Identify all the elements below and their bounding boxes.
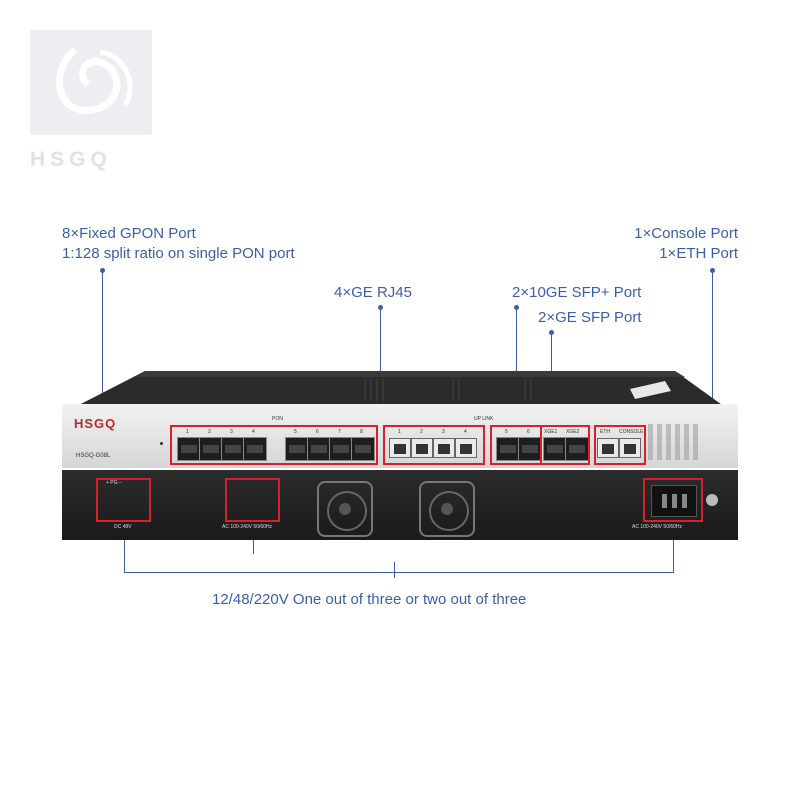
xge2-label: XGE2 <box>566 429 580 435</box>
pon-port-4[interactable] <box>243 437 267 461</box>
xge1-label: XGE1 <box>544 429 558 435</box>
pon-port-2-label: 2 <box>208 429 211 435</box>
sfp-plus-highlight <box>540 425 590 465</box>
eth-console-highlight <box>594 425 646 465</box>
ac-left-label: AC 100-240V 50/60Hz <box>222 524 273 530</box>
device-power-panel: + PG − DC 48V AC 100-240V 50/60Hz AC 100… <box>62 470 738 540</box>
sfp-port-5-label: 5 <box>505 429 508 435</box>
gpon-callout: 8×Fixed GPON Port 1:128 split ratio on s… <box>62 224 295 264</box>
ge-port-2-label: 2 <box>420 429 423 435</box>
power-callout: 12/48/220V One out of three or two out o… <box>212 591 527 608</box>
device-top-cover <box>75 371 725 407</box>
console-leader-line <box>712 270 713 422</box>
pon-port-3-label: 3 <box>230 429 233 435</box>
gpon-callout-line1: 8×Fixed GPON Port <box>62 225 196 242</box>
dc-power-highlight <box>96 478 151 522</box>
device-brand: HSGQ <box>74 416 117 431</box>
eth-callout-line2: 1×ETH Port <box>659 245 738 262</box>
ac-right-power-highlight <box>643 478 703 522</box>
fan-left-icon <box>317 481 373 537</box>
sfp-port-5[interactable] <box>496 437 520 461</box>
sfp-port-6[interactable] <box>518 437 542 461</box>
fan-right-icon <box>419 481 475 537</box>
device-model: HSGQ-G08L <box>76 453 111 459</box>
ge-port-1-label: 1 <box>398 429 401 435</box>
power-leader-stem <box>394 562 395 578</box>
logo-text: HSGQ <box>30 148 112 171</box>
ge-port-4[interactable] <box>455 438 477 458</box>
power-leader-bar <box>124 572 674 573</box>
pon-ports-highlight <box>170 425 378 465</box>
pon-port-8[interactable] <box>351 437 375 461</box>
ac-right-leader-line <box>673 522 674 572</box>
ge-sfp-callout: 2×GE SFP Port <box>538 309 642 326</box>
logo-swirl-icon <box>56 47 133 114</box>
eth-label: ETH <box>600 429 610 435</box>
rj45-leader-line <box>380 307 381 425</box>
console-port[interactable] <box>619 438 641 458</box>
rj45-callout: 4×GE RJ45 <box>334 284 412 301</box>
pon-port-7[interactable] <box>329 437 353 461</box>
sfp-plus-leader-line <box>516 307 517 425</box>
pon-port-4-label: 4 <box>252 429 255 435</box>
uplink-group-label: UP LINK <box>474 416 494 422</box>
ac-left-power-highlight <box>225 478 280 522</box>
ac-power-socket[interactable] <box>651 485 697 517</box>
ge-port-3[interactable] <box>433 438 455 458</box>
ge-port-1[interactable] <box>389 438 411 458</box>
sfp-plus-callout: 2×10GE SFP+ Port <box>512 284 642 301</box>
pon-port-6-label: 6 <box>316 429 319 435</box>
console-callout-line1: 1×Console Port <box>634 225 738 242</box>
console-callout: 1×Console Port 1×ETH Port <box>634 224 738 264</box>
dc-label: DC 48V <box>114 524 132 530</box>
sfp-port-6-label: 6 <box>527 429 530 435</box>
dc-pg-label: + PG − <box>106 480 122 486</box>
dc-power-leader-line <box>124 522 125 572</box>
ge-port-3-label: 3 <box>442 429 445 435</box>
ge-sfp-highlight <box>490 425 542 465</box>
ge-port-4-label: 4 <box>464 429 467 435</box>
pon-port-2[interactable] <box>199 437 223 461</box>
gpon-callout-line2: 1:128 split ratio on single PON port <box>62 245 295 262</box>
pon-group-label: PON <box>272 416 283 422</box>
ac-right-label: AC 100-240V 50/60Hz <box>632 524 683 530</box>
pon-port-1[interactable] <box>177 437 201 461</box>
status-led-grid <box>648 424 698 460</box>
console-label: CONSOLE <box>619 429 644 435</box>
gpon-leader-line <box>102 270 103 434</box>
pon-port-1-label: 1 <box>186 429 189 435</box>
pon-port-7-label: 7 <box>338 429 341 435</box>
ge-rj45-highlight <box>383 425 485 465</box>
reset-button[interactable] <box>160 442 163 445</box>
eth-port[interactable] <box>597 438 619 458</box>
pon-port-8-label: 8 <box>360 429 363 435</box>
logo-tile <box>30 30 152 135</box>
ground-screw-icon <box>706 494 718 506</box>
ge-port-2[interactable] <box>411 438 433 458</box>
pon-port-5-label: 5 <box>294 429 297 435</box>
